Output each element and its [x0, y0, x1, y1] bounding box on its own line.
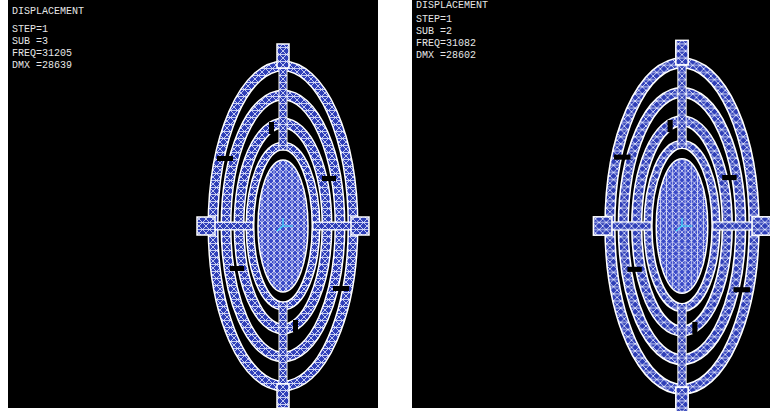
result-annotation: DMX =28602 — [416, 50, 476, 62]
result-annotation: FREQ=31082 — [416, 38, 476, 50]
result-annotation: STEP=1 — [12, 24, 48, 36]
result-annotation: DISPLACEMENT — [416, 0, 488, 12]
result-annotation: FREQ=31205 — [12, 48, 72, 60]
result-annotation: DMX =28639 — [12, 60, 72, 72]
result-annotation: DISPLACEMENT — [12, 6, 84, 18]
result-annotation: STEP=1 — [416, 14, 452, 26]
result-annotation: SUB =3 — [12, 36, 48, 48]
result-annotation: SUB =2 — [416, 26, 452, 38]
